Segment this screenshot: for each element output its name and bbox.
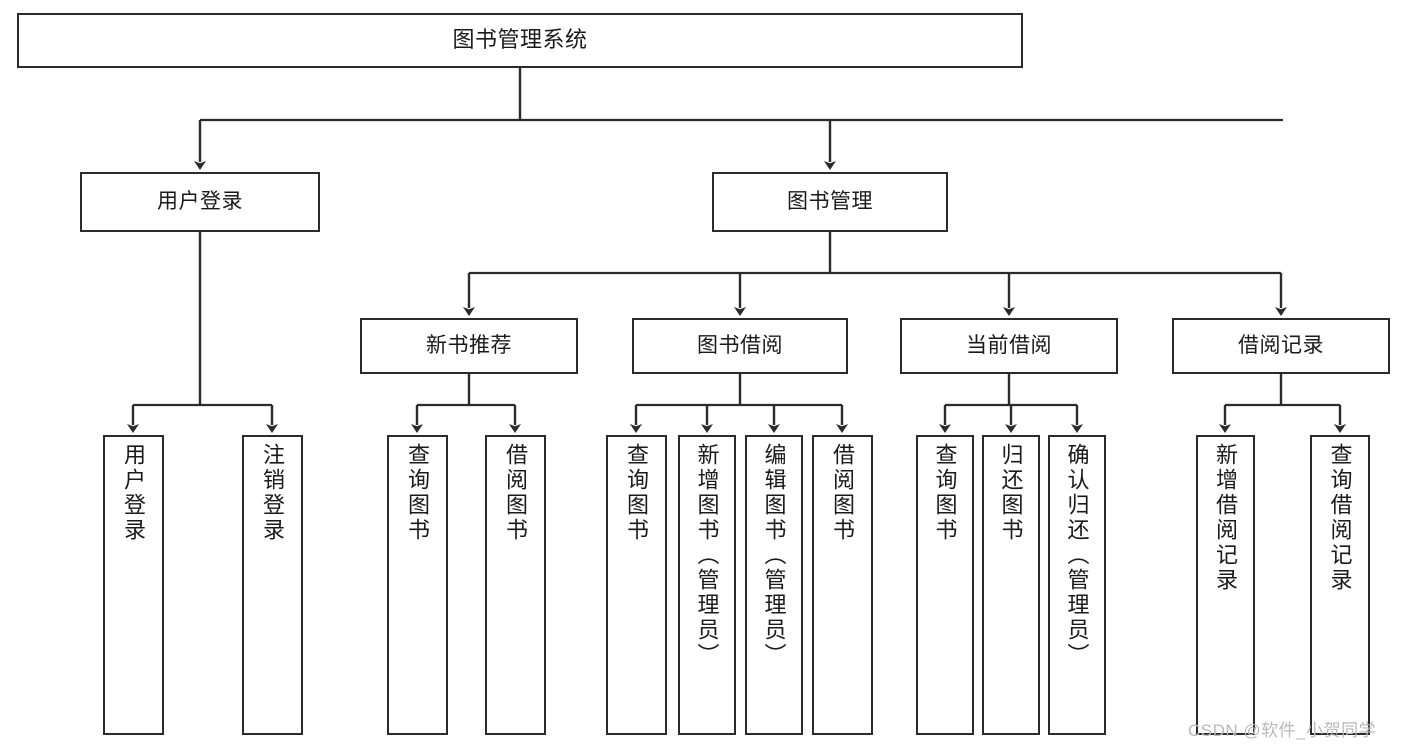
node-user-login[interactable]: 用户登录 — [80, 172, 320, 232]
leaf-add-book-admin[interactable]: 新增图书（管理员） — [678, 435, 736, 735]
node-label: 图书管理系统 — [452, 27, 588, 53]
node-label: 用户登录 — [121, 443, 147, 543]
node-label: 借阅记录 — [1238, 334, 1324, 358]
node-label: 用户登录 — [157, 190, 243, 214]
leaf-edit-book-admin[interactable]: 编辑图书（管理员） — [745, 435, 803, 735]
leaf-query-book-current[interactable]: 查询图书 — [916, 435, 974, 735]
node-borrow-records[interactable]: 借阅记录 — [1172, 318, 1390, 374]
node-label: 查询图书 — [405, 443, 431, 543]
node-label: 查询图书 — [932, 443, 958, 543]
leaf-query-borrow-record[interactable]: 查询借阅记录 — [1310, 435, 1370, 735]
node-label: 查询图书 — [624, 443, 650, 543]
node-label: 查询借阅记录 — [1327, 443, 1353, 593]
node-book-management[interactable]: 图书管理 — [712, 172, 948, 232]
node-label: 新书推荐 — [426, 334, 512, 358]
node-label: 当前借阅 — [966, 334, 1052, 358]
node-current-borrowing[interactable]: 当前借阅 — [900, 318, 1118, 374]
leaf-confirm-return-admin[interactable]: 确认归还（管理员） — [1048, 435, 1106, 735]
leaf-query-book-borrowing[interactable]: 查询图书 — [606, 435, 667, 735]
leaf-borrow-book-recommend[interactable]: 借阅图书 — [485, 435, 546, 735]
leaf-borrow-book-borrowing[interactable]: 借阅图书 — [812, 435, 873, 735]
node-label: 编辑图书（管理员） — [761, 443, 787, 668]
node-new-book-recommend[interactable]: 新书推荐 — [360, 318, 578, 374]
node-label: 借阅图书 — [830, 443, 856, 543]
node-book-borrowing[interactable]: 图书借阅 — [632, 318, 848, 374]
node-label: 新增图书（管理员） — [694, 443, 720, 668]
node-label: 图书管理 — [787, 190, 873, 214]
node-label: 注销登录 — [260, 443, 286, 543]
leaf-query-book-recommend[interactable]: 查询图书 — [387, 435, 448, 735]
node-label: 确认归还（管理员） — [1064, 443, 1090, 668]
leaf-return-book[interactable]: 归还图书 — [982, 435, 1040, 735]
leaf-logout[interactable]: 注销登录 — [242, 435, 303, 735]
node-label: 借阅图书 — [503, 443, 529, 543]
node-label: 归还图书 — [998, 443, 1024, 543]
node-label: 图书借阅 — [697, 334, 783, 358]
node-label: 新增借阅记录 — [1213, 443, 1239, 593]
csdn-watermark: CSDN @软件_小贺同学 — [1188, 721, 1377, 740]
leaf-user-login[interactable]: 用户登录 — [103, 435, 164, 735]
leaf-add-borrow-record[interactable]: 新增借阅记录 — [1196, 435, 1255, 735]
node-root-system[interactable]: 图书管理系统 — [17, 13, 1023, 68]
